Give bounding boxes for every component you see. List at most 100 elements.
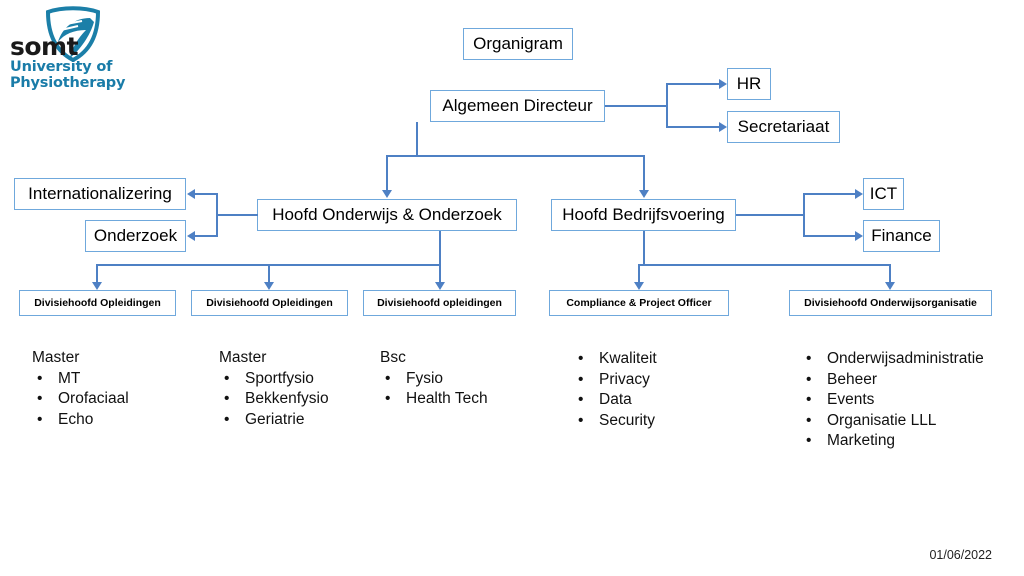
list-column-3-header: Bsc <box>380 349 406 366</box>
bullet-glyph: • <box>806 350 812 367</box>
list-item: •MT <box>32 369 129 390</box>
connector-to-finance <box>803 235 856 237</box>
list-item-label: Kwaliteit <box>599 350 657 367</box>
connector-bedrijfsvoering-down <box>643 231 645 266</box>
arrow-to-internationalizering-icon <box>187 189 195 199</box>
list-column-1-items: •MT • Orofaciaal •Echo <box>32 369 129 431</box>
list-item-label: Beheer <box>827 370 877 388</box>
connector-to-ict <box>803 193 856 195</box>
shield-swoosh-icon <box>45 6 101 62</box>
connector-to-onderzoek <box>195 235 218 237</box>
list-item: •Health Tech <box>380 389 488 410</box>
bullet-glyph: • <box>37 369 43 387</box>
arrow-to-compliance-icon <box>634 282 644 290</box>
connector-to-compliance <box>638 264 640 283</box>
connector-to-hoofd-bedrijfsvoering <box>643 155 645 191</box>
list-item-label: Marketing <box>827 432 896 449</box>
list-item-label: Sportfysio <box>245 369 314 387</box>
connector-heads-bus <box>386 155 644 157</box>
connector-bedrijfsvoering-right-vertical <box>803 193 805 236</box>
list-item: •Echo <box>32 410 129 431</box>
connector-divisions-bus-right <box>638 264 891 266</box>
connector-to-hoofd-onderwijs <box>386 155 388 191</box>
node-algemeen-directeur: Algemeen Directeur <box>430 90 605 122</box>
node-divisiehoofd-opleidingen-2: Divisiehoofd Opleidingen <box>191 290 348 316</box>
list-item-label: Geriatrie <box>245 410 305 428</box>
list-item: • Geriatrie <box>219 410 329 431</box>
list-item: • Fysio <box>380 369 488 390</box>
list-item: • Onderwijsadministratie <box>801 349 984 370</box>
connector-director-staff-vertical <box>666 83 668 127</box>
list-item-label: Security <box>599 411 655 429</box>
logo-tagline: University of Physiotherapy <box>10 59 126 91</box>
list-item-label: Organisatie LLL <box>827 411 937 429</box>
list-item-label: Data <box>599 391 632 408</box>
list-column-1-header: Master <box>32 349 80 366</box>
footer-date: 01/06/2022 <box>929 548 992 562</box>
arrow-to-onderzoek-icon <box>187 231 195 241</box>
node-hoofd-bedrijfsvoering: Hoofd Bedrijfsvoering <box>551 199 736 231</box>
list-item: •Kwaliteit <box>573 349 657 370</box>
bullet-glyph: • <box>385 369 391 387</box>
node-divisiehoofd-opleidingen-1: Divisiehoofd Opleidingen <box>19 290 176 316</box>
node-divisiehoofd-onderwijsorganisatie: Divisiehoofd Onderwijsorganisatie <box>789 290 992 316</box>
arrow-to-ict-icon <box>855 189 863 199</box>
bullet-glyph: • <box>37 390 43 407</box>
connector-to-division-1 <box>96 264 98 283</box>
node-hoofd-onderwijs-onderzoek: Hoofd Onderwijs & Onderzoek <box>257 199 517 231</box>
connector-bedrijfsvoering-right-stem <box>736 214 804 216</box>
list-item: • Security <box>573 411 657 432</box>
list-item: • Orofaciaal <box>32 389 129 410</box>
list-column-2: Master • Sportfysio • Bekkenfysio • Geriatr… <box>219 348 329 430</box>
bullet-glyph: • <box>578 411 584 429</box>
list-item: • Privacy <box>573 370 657 391</box>
list-item-label: Fysio <box>406 369 444 387</box>
connector-director-to-staff-stem <box>605 105 667 107</box>
arrow-to-division-2-icon <box>264 282 274 290</box>
list-item-label: Events <box>827 391 875 408</box>
arrow-to-hoofd-bedrijfsvoering-icon <box>639 190 649 198</box>
bullet-glyph: • <box>578 370 584 388</box>
arrow-to-secretariaat-icon <box>719 122 727 132</box>
list-item-label: Orofaciaal <box>58 390 129 407</box>
list-column-3-items: • Fysio •Health Tech <box>380 369 488 410</box>
list-column-2-header: Master <box>219 349 267 366</box>
bullet-glyph: • <box>578 391 584 408</box>
node-compliance-project-officer: Compliance & Project Officer <box>549 290 729 316</box>
connector-director-down <box>416 122 418 157</box>
bullet-glyph: • <box>806 411 812 429</box>
list-item: • Sportfysio <box>219 369 329 390</box>
arrow-to-division-3-icon <box>435 282 445 290</box>
list-item: • Organisatie LLL <box>801 411 984 432</box>
list-column-4: •Kwaliteit • Privacy • Data • Security <box>573 349 657 431</box>
list-column-1: Master •MT • Orofaciaal •Echo <box>32 348 129 430</box>
connector-onderwijs-left-vertical <box>216 193 218 236</box>
connector-to-hr <box>666 83 720 85</box>
node-ict: ICT <box>863 178 904 210</box>
arrow-to-division-1-icon <box>92 282 102 290</box>
list-item-label: Onderwijsadministratie <box>827 350 984 367</box>
bullet-glyph: • <box>37 410 43 428</box>
list-column-5: •Onderwijsadministratie •Beheer •Events … <box>801 349 984 452</box>
bullet-glyph: • <box>224 410 230 428</box>
list-item: •Marketing <box>801 431 984 452</box>
connector-onderwijs-left-stem <box>216 214 258 216</box>
list-column-2-items: • Sportfysio • Bekkenfysio • Geriatrie <box>219 369 329 431</box>
arrow-to-hoofd-onderwijs-icon <box>382 190 392 198</box>
list-item-label: Health Tech <box>406 390 488 407</box>
bullet-glyph: • <box>224 369 230 387</box>
list-item-label: Bekkenfysio <box>245 390 329 407</box>
node-finance: Finance <box>863 220 940 252</box>
arrow-to-onderwijsorganisatie-icon <box>885 282 895 290</box>
node-internationalizering: Internationalizering <box>14 178 186 210</box>
node-secretariaat: Secretariaat <box>727 111 840 143</box>
node-onderzoek: Onderzoek <box>85 220 186 252</box>
node-divisiehoofd-opleidingen-3: Divisiehoofd opleidingen <box>363 290 516 316</box>
somt-logo: somt University of Physiotherapy <box>6 4 216 91</box>
connector-to-secretariaat <box>666 126 720 128</box>
list-item-label: Privacy <box>599 370 650 388</box>
list-column-4-items: •Kwaliteit • Privacy • Data • Security <box>573 349 657 431</box>
bullet-glyph: • <box>224 390 230 407</box>
connector-to-division-2 <box>268 264 270 283</box>
